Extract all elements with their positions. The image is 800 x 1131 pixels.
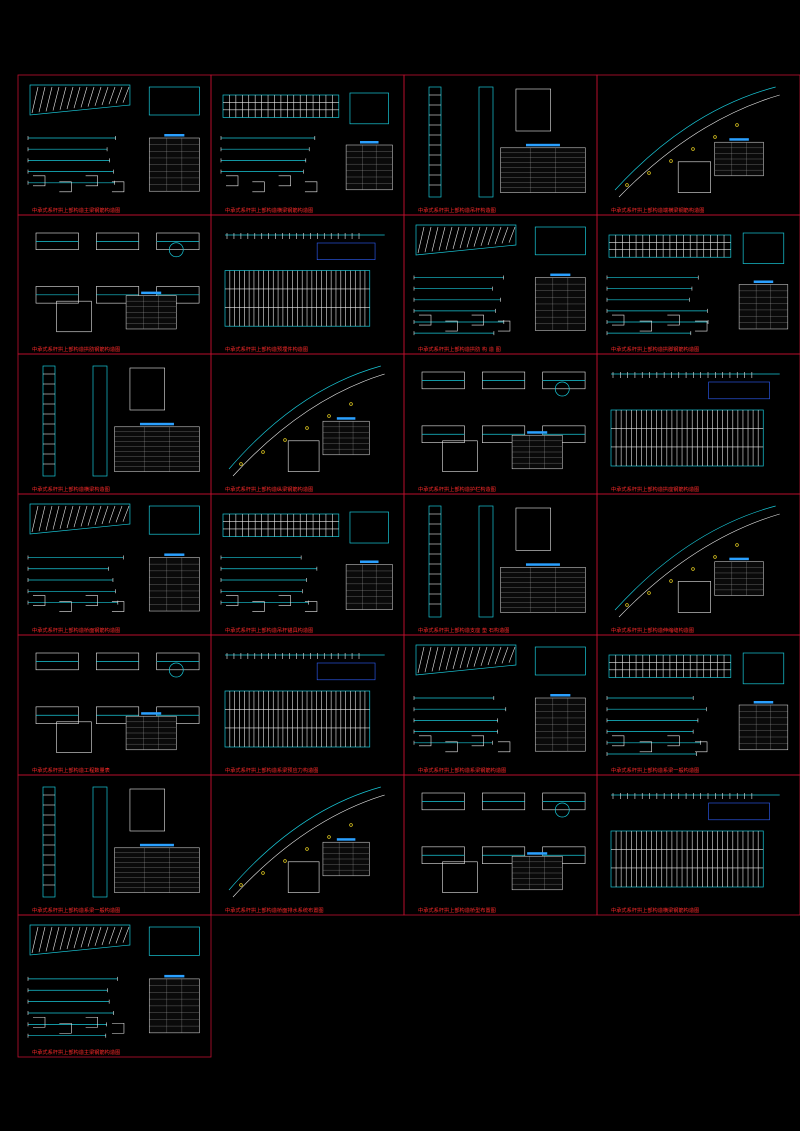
drawing-panel[interactable]: 中承式系杆拱上部构造吊杆构造图 bbox=[403, 74, 598, 216]
drawing-panel[interactable]: 中承式系杆拱上部构造桥面排水系统布置图 bbox=[210, 774, 405, 916]
panel-frame bbox=[596, 774, 800, 916]
panel-frame bbox=[403, 774, 598, 916]
sheet-title: 中承式系杆拱上部构造横梁钢筋构造图 bbox=[225, 206, 313, 214]
sheet-title: 中承式系杆拱上部构造吊杆锚具构造图 bbox=[225, 626, 313, 634]
sheet-title: 中承式系杆拱上部构造桥面排水系统布置图 bbox=[225, 906, 324, 914]
sheet-title: 中承式系杆拱上部构造主梁钢筋构造图 bbox=[32, 206, 120, 214]
drawing-panel[interactable]: 中承式系杆拱上部构造系梁一般构造图 bbox=[17, 774, 212, 916]
drawing-panel[interactable]: 中承式系杆拱上部构造拱肋 构 造 图 bbox=[403, 214, 598, 355]
panel-frame bbox=[17, 634, 212, 776]
drawing-panel[interactable]: 中承式系杆拱上部构造横梁钢筋构造图 bbox=[596, 774, 800, 916]
panel-frame bbox=[210, 353, 405, 495]
panel-frame bbox=[210, 214, 405, 355]
sheet-title: 中承式系杆拱上部构造桥面钢筋构造图 bbox=[32, 626, 120, 634]
drawing-panel[interactable]: 中承式系杆拱上部构造预埋件构造图 bbox=[210, 214, 405, 355]
panel-frame bbox=[210, 634, 405, 776]
panel-frame bbox=[596, 74, 800, 216]
sheet-title: 中承式系杆拱上部构造护栏构造图 bbox=[418, 485, 496, 493]
sheet-title: 中承式系杆拱上部构造预埋件构造图 bbox=[225, 345, 308, 353]
sheet-title: 中承式系杆拱上部构造系梁一般构造图 bbox=[611, 766, 699, 774]
sheet-title: 中承式系杆拱上部构造桥型布置图 bbox=[418, 906, 496, 914]
sheet-title: 中承式系杆拱上部构造横梁钢筋构造图 bbox=[611, 906, 699, 914]
drawing-panel[interactable]: 中承式系杆拱上部构造端横梁钢筋构造图 bbox=[596, 74, 800, 216]
drawing-panel[interactable]: 中承式系杆拱上部构造系梁钢筋构造图 bbox=[403, 634, 598, 776]
panel-frame bbox=[596, 493, 800, 636]
drawing-panel[interactable]: 中承式系杆拱上部构造横梁构造图 bbox=[17, 353, 212, 495]
sheet-title: 中承式系杆拱上部构造拱肋 构 造 图 bbox=[418, 345, 501, 353]
drawing-panel[interactable]: 中承式系杆拱上部构造拱肋钢筋构造图 bbox=[17, 214, 212, 355]
drawing-panel[interactable]: 中承式系杆拱上部构造工程数量表 bbox=[17, 634, 212, 776]
drawing-panel[interactable]: 中承式系杆拱上部构造吊杆锚具构造图 bbox=[210, 493, 405, 636]
drawing-panel[interactable]: 中承式系杆拱上部构造桥型布置图 bbox=[403, 774, 598, 916]
drawing-panel[interactable]: 中承式系杆拱上部构造伸缩缝构造图 bbox=[596, 493, 800, 636]
sheet-title: 中承式系杆拱上部构造系梁预应力构造图 bbox=[225, 766, 318, 774]
sheet-title: 中承式系杆拱上部构造系梁钢筋构造图 bbox=[418, 766, 506, 774]
sheet-title: 中承式系杆拱上部构造吊杆构造图 bbox=[418, 206, 496, 214]
sheet-title: 中承式系杆拱上部构造拱脚钢筋构造图 bbox=[611, 345, 699, 353]
drawing-panel[interactable]: 中承式系杆拱上部构造拱脚钢筋构造图 bbox=[596, 214, 800, 355]
drawing-panel[interactable]: 中承式系杆拱上部构造系梁预应力构造图 bbox=[210, 634, 405, 776]
drawing-panel[interactable]: 中承式系杆拱上部构造支座 垫 石构造图 bbox=[403, 493, 598, 636]
panel-frame bbox=[403, 353, 598, 495]
sheet-title: 中承式系杆拱上部构造端横梁钢筋构造图 bbox=[611, 206, 704, 214]
sheet-title: 中承式系杆拱上部构造伸缩缝构造图 bbox=[611, 626, 694, 634]
sheet-title: 中承式系杆拱上部构造系梁一般构造图 bbox=[32, 906, 120, 914]
drawing-panel[interactable]: 中承式系杆拱上部构造桥面钢筋构造图 bbox=[17, 493, 212, 636]
drawing-panel[interactable]: 中承式系杆拱上部构造横梁钢筋构造图 bbox=[210, 74, 405, 216]
drawing-panel[interactable]: 中承式系杆拱上部构造系梁一般构造图 bbox=[596, 634, 800, 776]
sheet-title: 中承式系杆拱上部构造拱肋钢筋构造图 bbox=[32, 345, 120, 353]
drawing-panel[interactable]: 中承式系杆拱上部构造护栏构造图 bbox=[403, 353, 598, 495]
sheet-title: 中承式系杆拱上部构造主梁钢筋构造图 bbox=[32, 1048, 120, 1056]
sheet-title: 中承式系杆拱上部构造支座 垫 石构造图 bbox=[418, 626, 510, 634]
drawing-panel[interactable]: 中承式系杆拱上部构造主梁钢筋构造图 bbox=[17, 914, 212, 1058]
panel-frame bbox=[17, 214, 212, 355]
panel-frame bbox=[17, 914, 212, 1058]
panel-frame bbox=[210, 774, 405, 916]
sheet-title: 中承式系杆拱上部构造拱座钢筋构造图 bbox=[611, 485, 699, 493]
drawing-panel[interactable]: 中承式系杆拱上部构造拱座钢筋构造图 bbox=[596, 353, 800, 495]
sheet-title: 中承式系杆拱上部构造工程数量表 bbox=[32, 766, 111, 774]
sheet-title: 中承式系杆拱上部构造横梁构造图 bbox=[32, 485, 110, 493]
panel-frame bbox=[403, 493, 598, 636]
drawing-panel[interactable]: 中承式系杆拱上部构造纵梁钢筋构造图 bbox=[210, 353, 405, 495]
drawing-panel[interactable]: 中承式系杆拱上部构造主梁钢筋构造图 bbox=[17, 74, 212, 216]
sheet-title: 中承式系杆拱上部构造纵梁钢筋构造图 bbox=[225, 485, 313, 493]
